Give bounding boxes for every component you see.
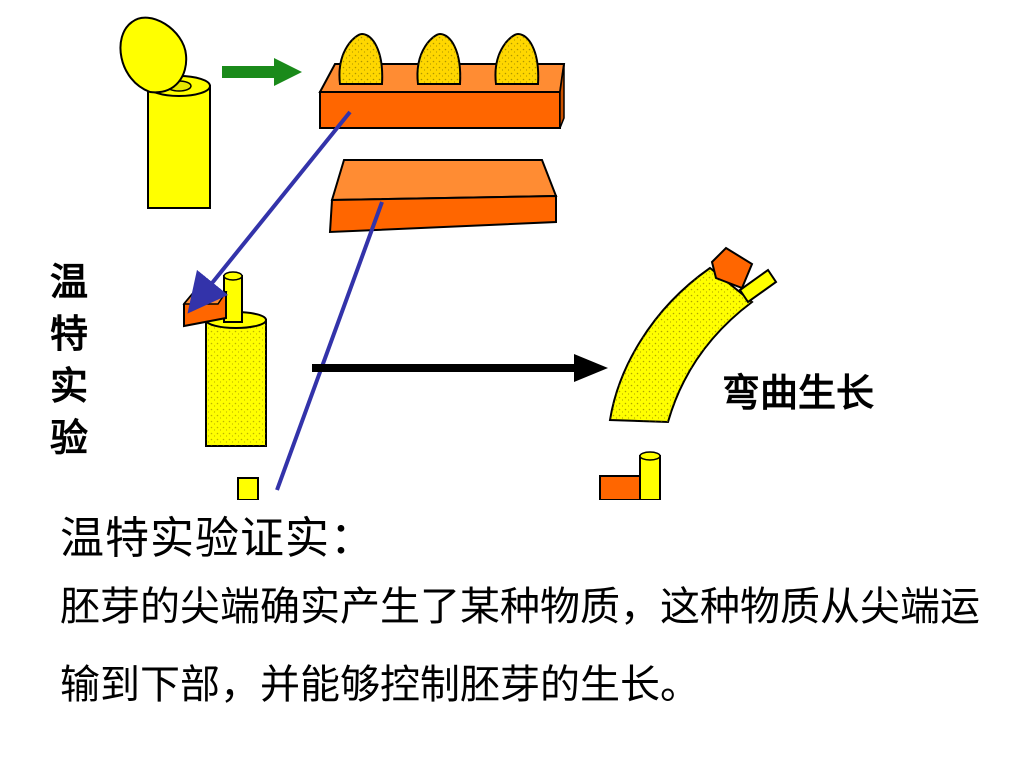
- transfer-line-plain-block: [275, 201, 384, 491]
- winter-experiment-diagram: [119, 16, 778, 500]
- black-arrow-icon: [312, 354, 608, 382]
- coleoptile-with-agar: [182, 271, 267, 447]
- green-arrow-icon: [222, 58, 302, 86]
- experiment-label-char: 温: [49, 260, 88, 304]
- experiment-label-char: 特: [49, 312, 88, 356]
- partial-coleoptile-bottom: [237, 451, 661, 500]
- cut-coleoptile: [147, 75, 211, 209]
- experiment-label-char: 实: [49, 364, 88, 408]
- transfer-line-tip-block: [187, 110, 352, 314]
- agar-block-icon: [328, 159, 558, 234]
- experiment-label-char: 验: [49, 416, 88, 460]
- experiment-label: 温 特 实 验: [44, 256, 94, 464]
- coleoptile-tip-icon: [119, 16, 188, 94]
- result-label: 弯曲生长: [722, 371, 875, 415]
- bent-coleoptile: [608, 246, 778, 424]
- conclusion-body: 胚芽的尖端确实产生了某种物质，这种物质从尖端运输到下部，并能够控制胚芽的生长。: [60, 584, 980, 708]
- conclusion-title: 温特实验证实：: [60, 513, 375, 564]
- agar-block-with-tips: [318, 32, 566, 129]
